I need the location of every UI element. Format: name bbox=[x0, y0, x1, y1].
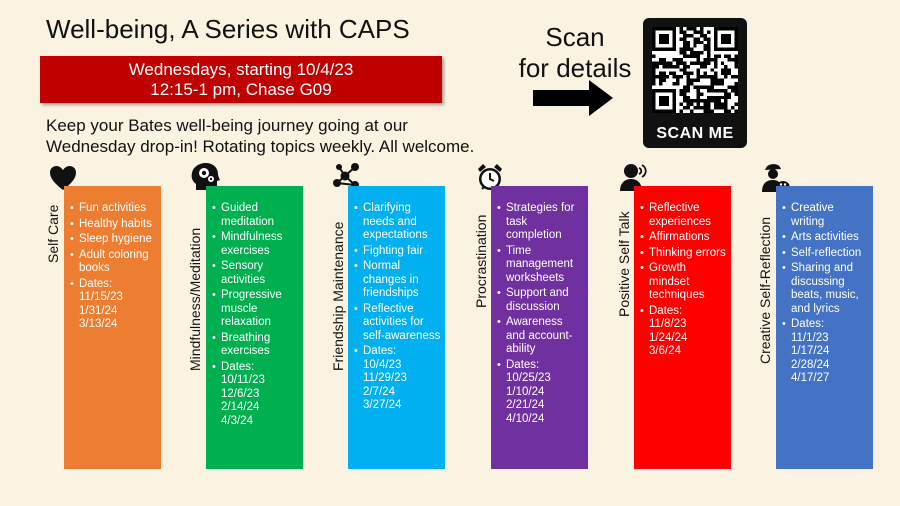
banner-time-location: 12:15-1 pm, Chase G09 bbox=[150, 80, 332, 99]
topic-card-mindfulness: Guided meditation Mindfulness exercises … bbox=[206, 186, 303, 469]
list-item: Strategies for task completion bbox=[497, 202, 584, 243]
list-item: Mindfulness exercises bbox=[212, 231, 299, 258]
list-item: Support and discussion bbox=[497, 287, 584, 314]
date: 10/4/23 bbox=[363, 358, 402, 371]
date: 3/6/24 bbox=[649, 345, 681, 357]
banner-day: Wednesdays, starting 10/4/23 bbox=[128, 60, 354, 79]
dates-label: Dates: bbox=[221, 360, 255, 373]
scan-line-2: for details bbox=[518, 53, 632, 83]
dates-item: Dates: 11/1/23 1/17/24 2/28/24 4/17/27 bbox=[782, 318, 869, 386]
list-item: Sharing and discussing beats, music, and… bbox=[782, 262, 869, 316]
dates-item: Dates: 11/8/23 1/24/24 3/6/24 bbox=[640, 305, 727, 359]
dates-label: Dates: bbox=[506, 358, 540, 371]
list-item: Adult coloring books bbox=[70, 249, 157, 276]
list-item: Fun activities bbox=[70, 202, 157, 216]
list-item: Reflective activities for self-awareness bbox=[354, 303, 441, 344]
dates-label: Dates: bbox=[363, 345, 397, 357]
topic-label-friendship: Friendship Maintenance bbox=[330, 221, 346, 371]
date: 12/6/23 bbox=[221, 387, 260, 400]
heart-icon bbox=[50, 166, 76, 190]
schedule-banner: Wednesdays, starting 10/4/23 12:15-1 pm,… bbox=[40, 56, 442, 103]
date: 3/13/24 bbox=[79, 318, 118, 330]
list-item: Normal changes in friendships bbox=[354, 260, 441, 301]
topic-label-mindfulness: Mindfulness/Meditation bbox=[187, 227, 203, 371]
date: 4/3/24 bbox=[221, 414, 253, 427]
date: 3/27/24 bbox=[363, 399, 402, 411]
list-item: Growth mindset techniques bbox=[640, 262, 727, 303]
list-item: Creative writing bbox=[782, 202, 869, 229]
qr-code[interactable] bbox=[652, 27, 738, 113]
topic-label-positive-self-talk: Positive Self Talk bbox=[616, 211, 632, 317]
list-item: Affirmations bbox=[640, 231, 727, 245]
list-item: Time management worksheets bbox=[497, 245, 584, 286]
list-item: Reflective experiences bbox=[640, 202, 727, 229]
topic-card-self-care: Fun activities Healthy habits Sleep hygi… bbox=[64, 186, 161, 469]
intro-line-1: Keep your Bates well-being journey going… bbox=[46, 116, 408, 135]
date: 4/17/27 bbox=[791, 372, 830, 384]
qr-code-badge[interactable]: SCAN ME bbox=[643, 18, 747, 148]
list-item: Sleep hygiene bbox=[70, 233, 157, 247]
list-item: Sensory activities bbox=[212, 260, 299, 287]
topic-label-creative: Creative Self-Reflection bbox=[757, 216, 773, 364]
dates-item: Dates: 10/11/23 12/6/23 2/14/24 4/3/24 bbox=[212, 361, 299, 429]
qr-code-icon bbox=[652, 27, 738, 113]
date: 11/1/23 bbox=[791, 331, 829, 344]
date: 2/7/24 bbox=[363, 385, 395, 398]
date: 11/8/23 bbox=[649, 318, 687, 330]
scan-line-1: Scan bbox=[545, 22, 605, 52]
date: 10/25/23 bbox=[506, 372, 551, 384]
dates-label: Dates: bbox=[791, 318, 825, 330]
intro-line-2: Wednesday drop-in! Rotating topics weekl… bbox=[46, 137, 475, 156]
list-item: Progressive muscle relaxation bbox=[212, 289, 299, 330]
list-item: Thinking errors bbox=[640, 247, 727, 261]
date: 1/31/24 bbox=[79, 304, 118, 317]
date: 4/10/24 bbox=[506, 412, 545, 425]
date: 1/17/24 bbox=[791, 345, 830, 357]
topic-card-friendship: Clarifying needs and expectations Fighti… bbox=[348, 186, 445, 469]
dates-item: Dates: 10/4/23 11/29/23 2/7/24 3/27/24 bbox=[354, 345, 441, 413]
topic-card-procrastination: Strategies for task completion Time mana… bbox=[491, 186, 588, 469]
dates-item: Dates: 10/25/23 1/10/24 2/21/24 4/10/24 bbox=[497, 359, 584, 427]
date: 1/24/24 bbox=[649, 331, 688, 344]
topic-card-positive-self-talk: Reflective experiences Affirmations Thin… bbox=[634, 186, 731, 469]
list-item: Fighting fair bbox=[354, 245, 441, 259]
date: 11/29/23 bbox=[363, 372, 407, 384]
topic-card-creative: Creative writing Arts activities Self-re… bbox=[776, 186, 873, 469]
dates-label: Dates: bbox=[649, 304, 683, 317]
dates-item: Dates: 11/15/23 1/31/24 3/13/24 bbox=[70, 278, 157, 332]
flyer-title: Well-being, A Series with CAPS bbox=[46, 14, 410, 44]
list-item: Arts activities bbox=[782, 231, 869, 245]
date: 2/21/24 bbox=[506, 399, 545, 411]
date: 11/15/23 bbox=[79, 291, 123, 303]
list-item: Clarifying needs and expectations bbox=[354, 202, 441, 243]
list-item: Awareness and account-ability bbox=[497, 316, 584, 357]
arrow-right-icon bbox=[533, 80, 613, 116]
head-gears-icon bbox=[191, 163, 220, 190]
list-item: Healthy habits bbox=[70, 218, 157, 232]
scan-me-label: SCAN ME bbox=[656, 125, 734, 142]
list-item: Self-reflection bbox=[782, 247, 869, 261]
date: 1/10/24 bbox=[506, 385, 545, 398]
network-icon bbox=[333, 163, 359, 189]
intro-text: Keep your Bates well-being journey going… bbox=[46, 115, 516, 157]
date: 2/28/24 bbox=[791, 358, 830, 371]
topic-label-procrastination: Procrastination bbox=[473, 214, 489, 308]
topic-label-self-care: Self Care bbox=[45, 204, 61, 263]
list-item: Breathing exercises bbox=[212, 332, 299, 359]
list-item: Guided meditation bbox=[212, 202, 299, 229]
date: 2/14/24 bbox=[221, 401, 260, 413]
scan-callout: Scan for details bbox=[512, 22, 638, 84]
date: 10/11/23 bbox=[221, 374, 265, 386]
alarm-clock-icon bbox=[478, 164, 502, 190]
dates-label: Dates: bbox=[79, 277, 113, 290]
